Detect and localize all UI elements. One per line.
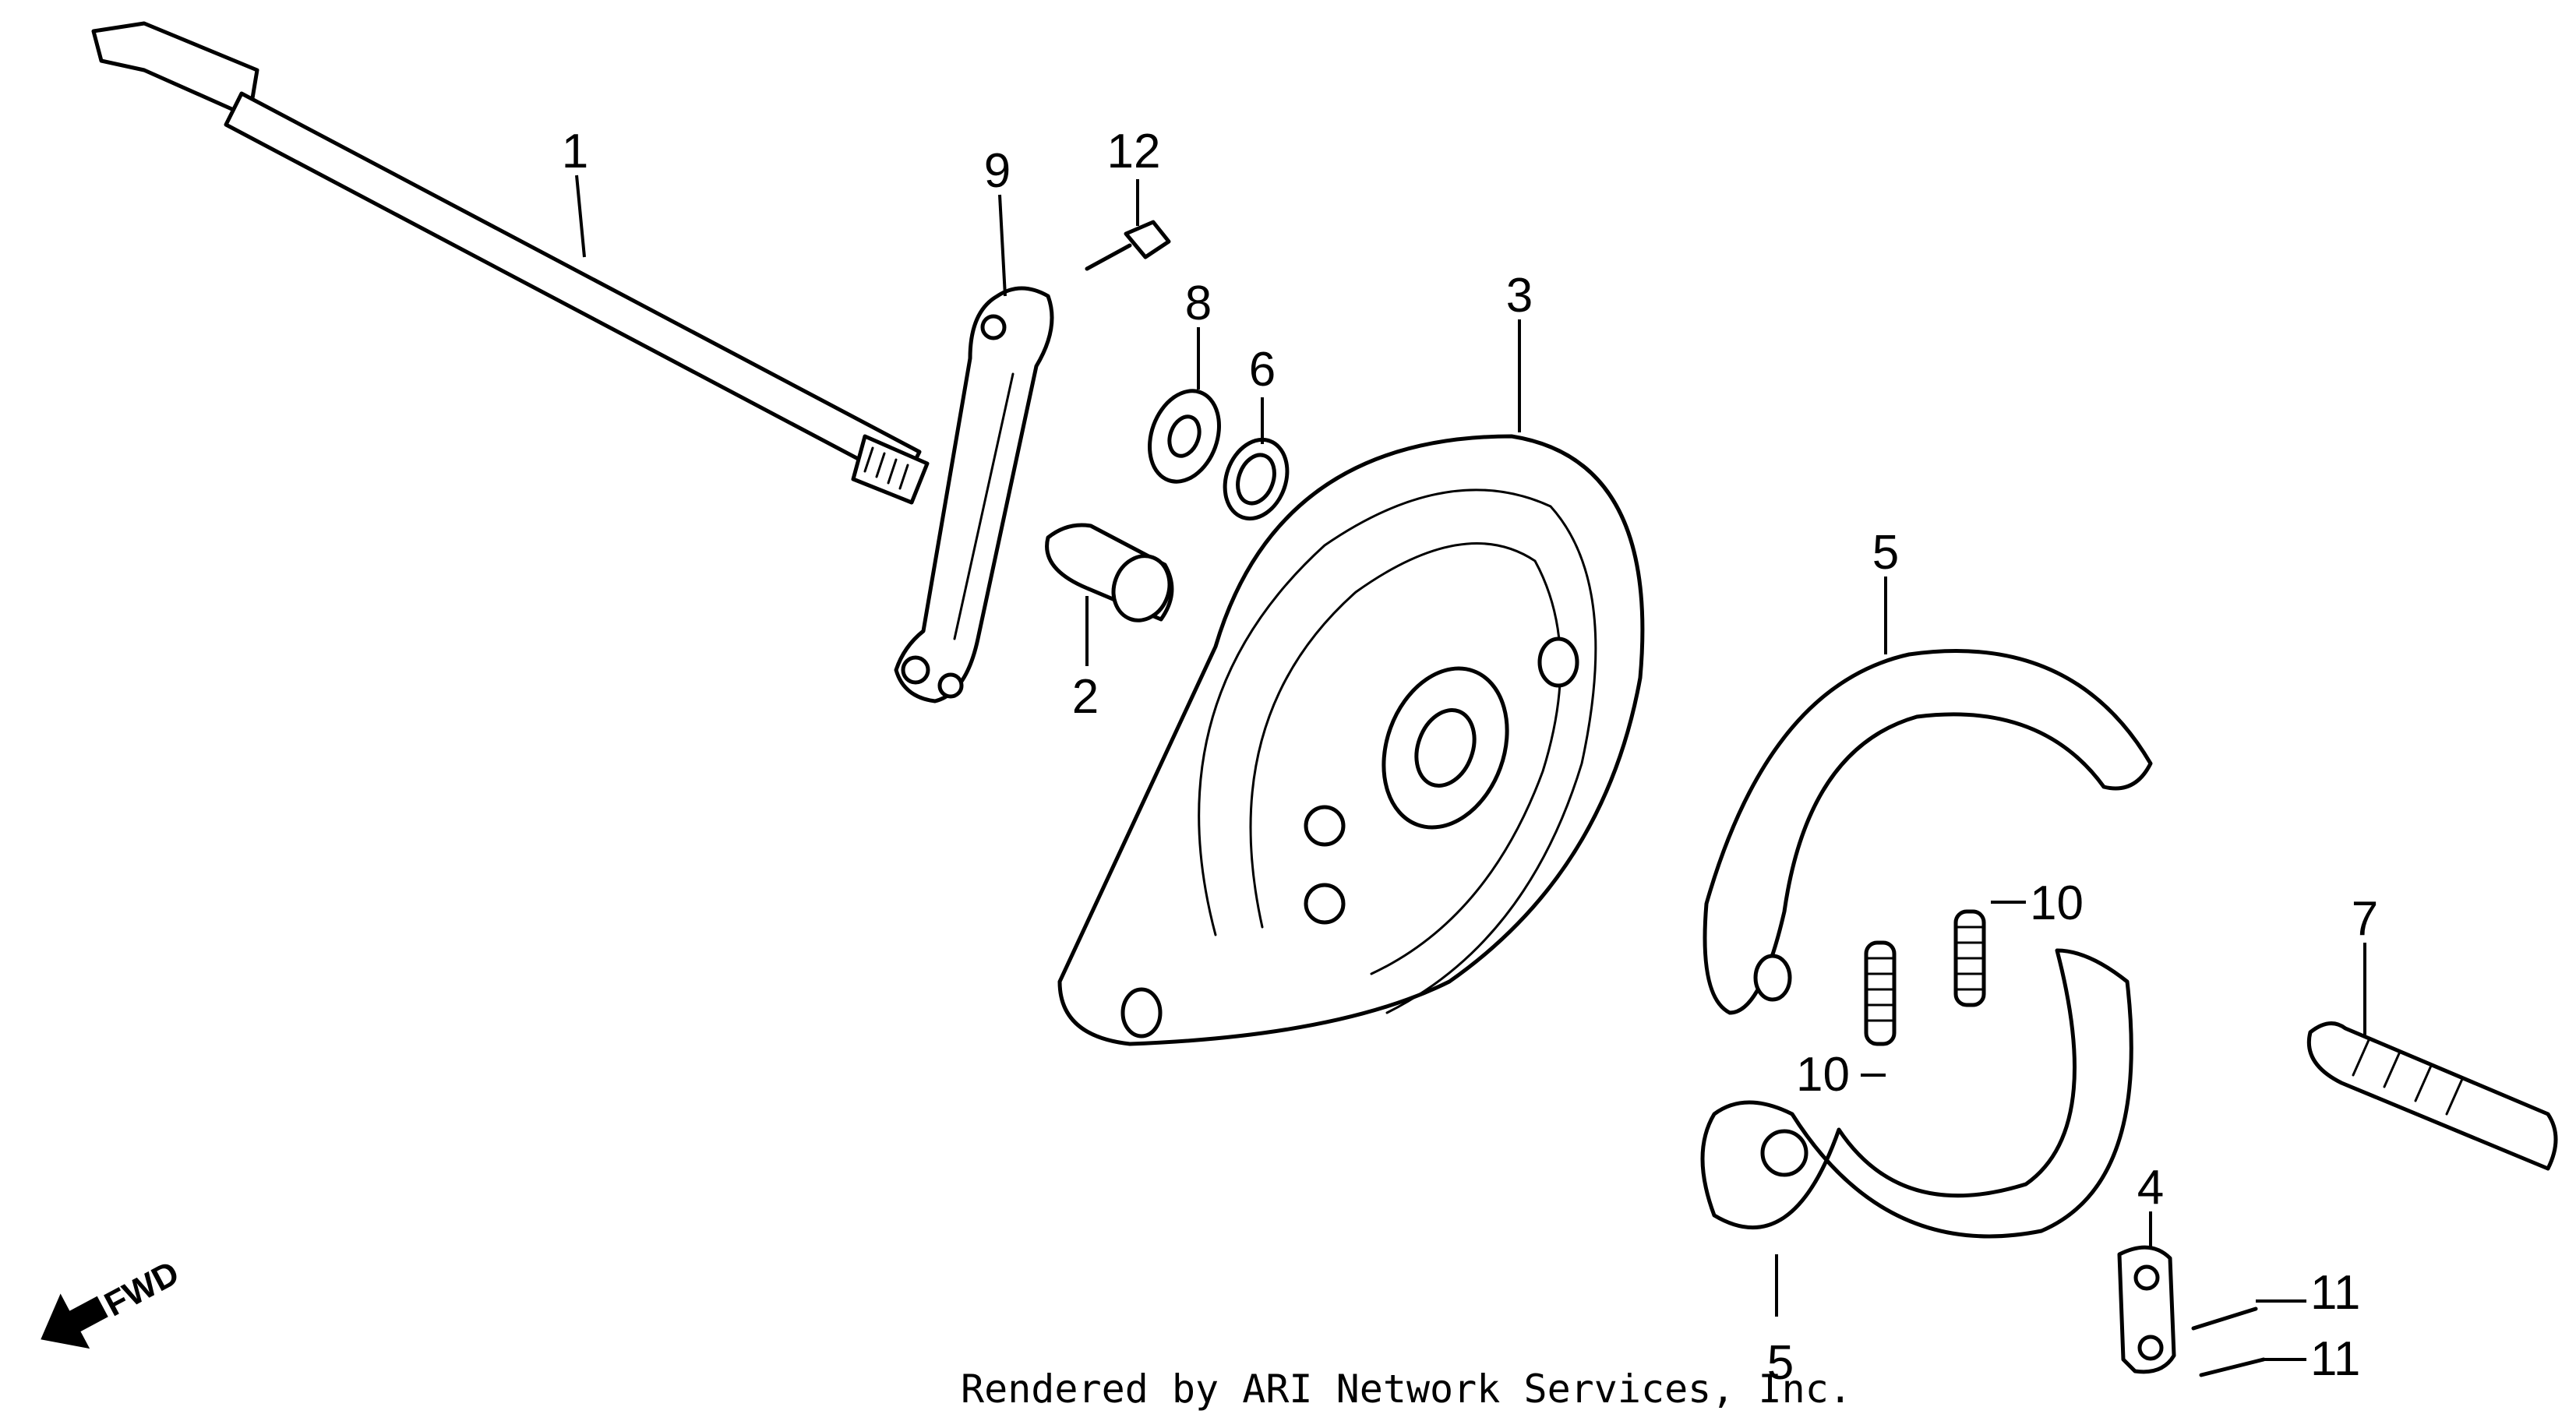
brake-panel [1057, 319, 1645, 1046]
spring-lower [1861, 940, 1897, 1077]
fwd-label: FWD [98, 1254, 185, 1324]
credit-text: Rendered by ARI Network Services, Inc. [961, 1366, 1852, 1412]
washer [1148, 327, 1221, 484]
callout-1: 1 [562, 125, 588, 178]
dust-seal [1223, 397, 1290, 521]
callout-6: 6 [1249, 343, 1276, 397]
callout-5-upper: 5 [1872, 526, 1899, 580]
plate [2117, 1211, 2176, 1374]
callout-10-upper: 10 [2030, 876, 2084, 930]
callout-12: 12 [1107, 125, 1161, 178]
brake-shoe-upper [1703, 577, 2153, 1015]
callout-7: 7 [2352, 892, 2378, 946]
pins [2191, 1299, 2306, 1377]
callout-4: 4 [2137, 1161, 2164, 1215]
callout-8: 8 [1185, 277, 1212, 330]
callout-2: 2 [1072, 670, 1099, 724]
callout-3: 3 [1506, 269, 1533, 323]
brake-rod [91, 21, 930, 505]
bolt [1085, 179, 1171, 271]
fwd-arrow-icon: FWD [41, 1254, 185, 1349]
callout-9: 9 [984, 144, 1011, 198]
callout-10-lower: 10 [1796, 1048, 1850, 1102]
callout-5-lower: 5 [1767, 1336, 1794, 1390]
callout-11-lower: 11 [2310, 1332, 2360, 1386]
callout-11-upper: 11 [2310, 1266, 2360, 1320]
brake-cam [2306, 943, 2558, 1171]
brake-shoe-lower [1700, 948, 2133, 1317]
brake-arm [894, 194, 1054, 703]
spring-upper [1953, 901, 2026, 1007]
collar [1045, 523, 1174, 666]
